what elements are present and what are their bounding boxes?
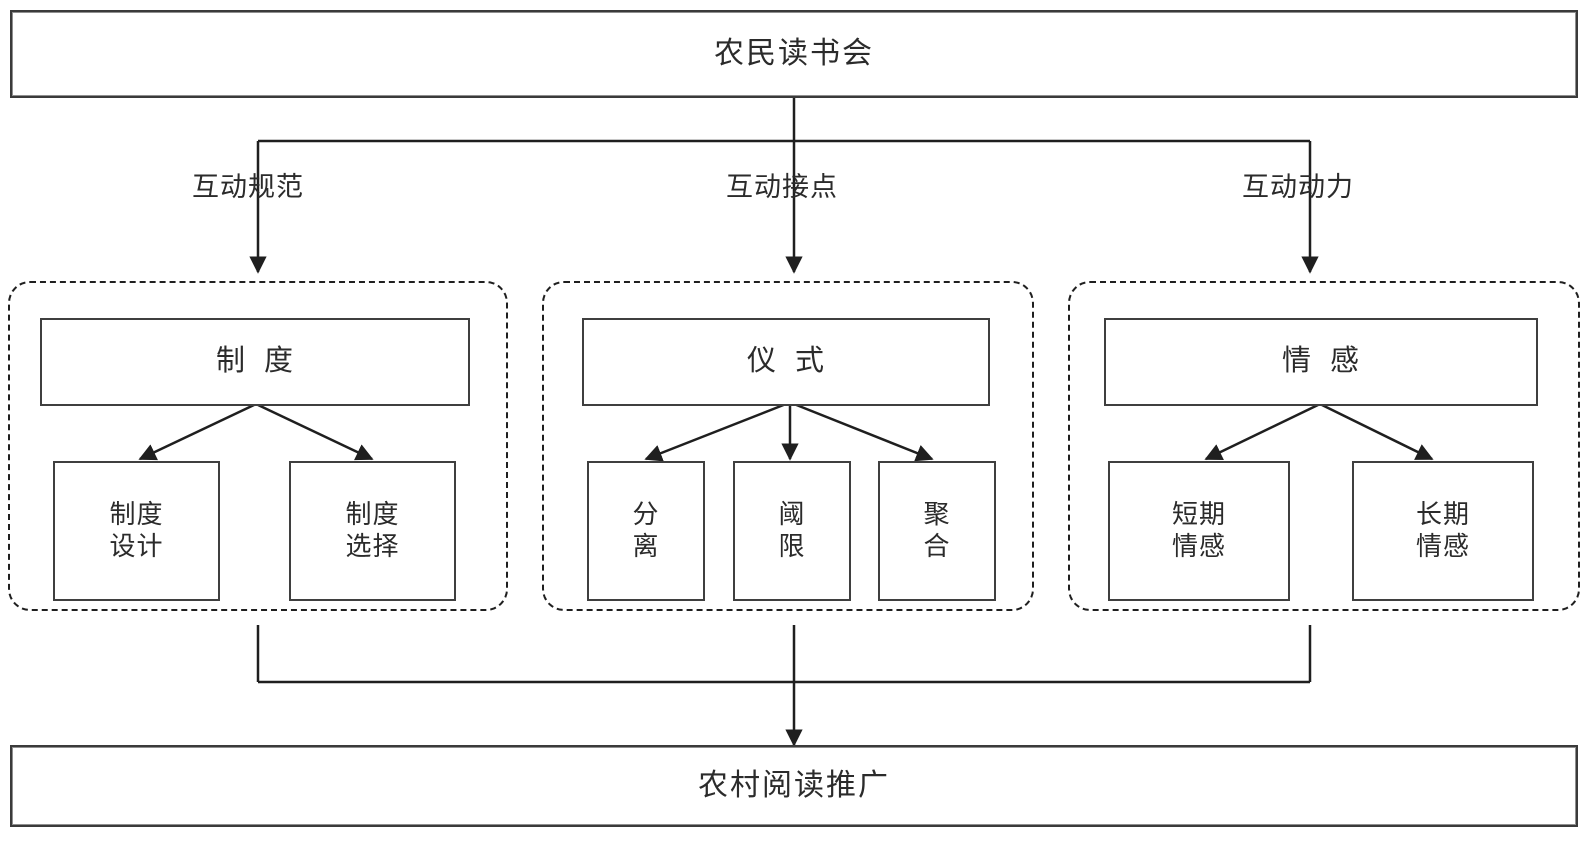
group-ritual-head-char1: 仪 — [746, 345, 777, 378]
leaf-line-2: 情感 — [1415, 532, 1470, 561]
outcome-box: 农村阅读推广 — [10, 745, 1578, 827]
leaf-box-ritual-liminality: 阈 限 — [733, 461, 851, 601]
group-institution-head-box: 制 度 — [40, 318, 470, 406]
title-box: 农民读书会 — [10, 10, 1578, 98]
trunk-from-title — [258, 98, 1310, 143]
leaf-line-1: 制度 — [109, 500, 164, 530]
leaf-box-ritual-separation: 分 离 — [587, 461, 705, 601]
leaf-line-2: 选择 — [345, 532, 400, 561]
leaf-box-institution-design: 制度 设计 — [53, 461, 220, 601]
leaf-box-emotion-short-term: 短期 情感 — [1108, 461, 1290, 601]
leaf-line-2: 合 — [923, 532, 951, 561]
edge-label-norms: 互动规范 — [192, 172, 304, 202]
title-box-label: 农民读书会 — [714, 36, 874, 70]
leaf-line-2: 限 — [778, 532, 806, 561]
group-ritual — [542, 281, 1034, 611]
leaf-line-1: 聚 — [923, 500, 951, 530]
leaf-line-1: 制度 — [345, 500, 400, 530]
edge-label-contact: 互动接点 — [726, 172, 838, 202]
leaf-line-1: 短期 — [1171, 500, 1226, 530]
leaf-box-emotion-long-term: 长期 情感 — [1352, 461, 1534, 601]
leaf-box-ritual-aggregation: 聚 合 — [878, 461, 996, 601]
leaf-line-2: 设计 — [109, 532, 164, 561]
group-emotion-head-char1: 情 — [1281, 345, 1312, 378]
group-emotion-head-char2: 感 — [1330, 345, 1361, 378]
group-ritual-head-box: 仪 式 — [582, 318, 990, 406]
edge-label-dynamics: 互动动力 — [1242, 172, 1354, 202]
group-emotion-head-box: 情 感 — [1104, 318, 1538, 406]
group-emotion — [1068, 281, 1580, 611]
outcome-box-label: 农村阅读推广 — [698, 768, 890, 802]
leaf-box-institution-choice: 制度 选择 — [289, 461, 456, 601]
leaf-line-2: 离 — [632, 532, 660, 561]
group-institution-head-char1: 制 — [215, 345, 246, 378]
group-institution-head-char2: 度 — [264, 345, 295, 378]
leaf-line-1: 阈 — [778, 500, 806, 530]
group-ritual-head-char2: 式 — [795, 345, 826, 378]
leaf-line-1: 长期 — [1415, 500, 1470, 530]
leaf-line-2: 情感 — [1171, 532, 1226, 561]
group-institution — [8, 281, 508, 611]
collector-to-outcome — [256, 625, 1312, 747]
leaf-line-1: 分 — [632, 500, 660, 530]
